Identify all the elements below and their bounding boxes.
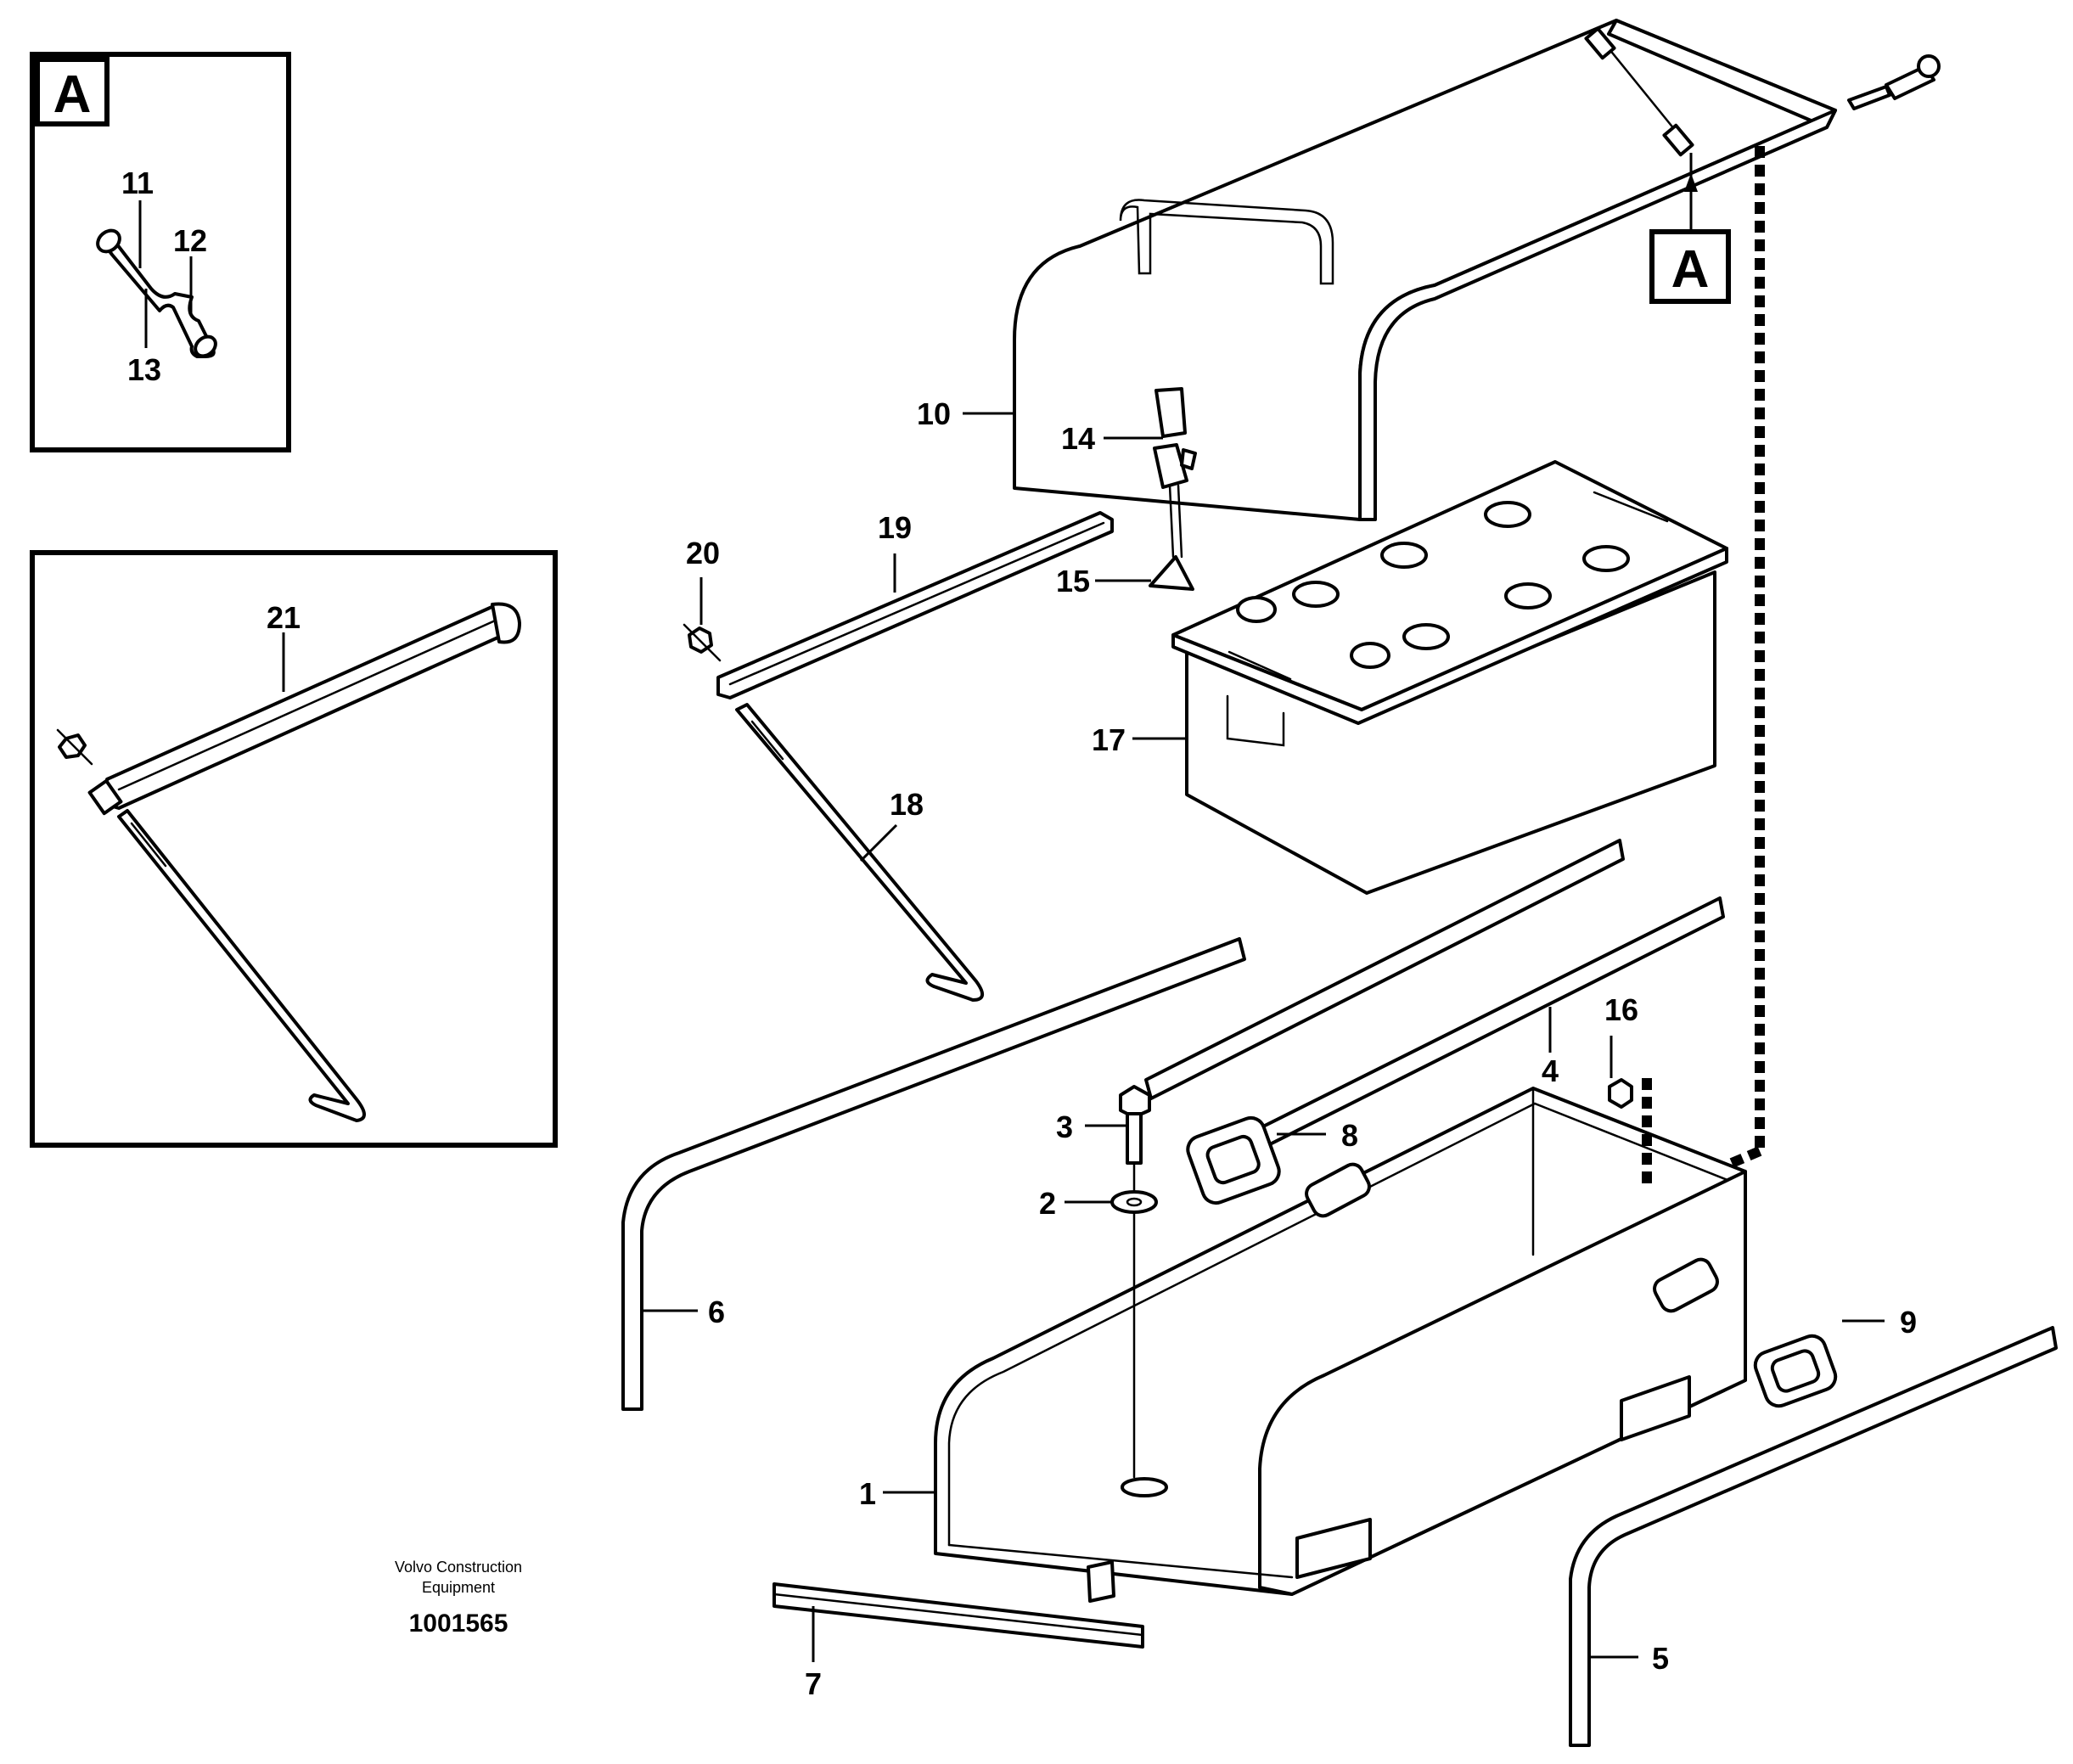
- cover-bolt: [1847, 54, 1941, 110]
- callout-8: 8: [1341, 1118, 1358, 1153]
- callout-16: 16: [1604, 992, 1638, 1027]
- callout-15: 15: [1056, 564, 1090, 598]
- callout-19: 19: [878, 510, 912, 545]
- nut-16: [1608, 1078, 1652, 1188]
- dashed-guide-tail: [1729, 1146, 1762, 1168]
- callout-21: 21: [267, 600, 301, 635]
- latch-14: [1153, 387, 1197, 489]
- hinge-pin-detail: [1584, 26, 1694, 157]
- callout-18: 18: [890, 787, 924, 822]
- callout-4: 4: [1542, 1053, 1559, 1088]
- grommet-8: [1186, 1115, 1281, 1205]
- callout-7: 7: [805, 1666, 822, 1701]
- nut-20: [683, 623, 722, 662]
- callout-6: 6: [708, 1295, 725, 1329]
- callout-5: 5: [1652, 1641, 1669, 1676]
- grommet-9: [1753, 1334, 1838, 1408]
- callout-leaders: [642, 412, 1885, 1662]
- detail-a-letter: A: [53, 65, 92, 124]
- watermark-line1: Volvo Construction: [395, 1559, 522, 1576]
- detail-a-marker: A: [1649, 153, 1731, 304]
- callout-9: 9: [1900, 1305, 1917, 1340]
- hinge-pin-drawing: [96, 228, 217, 358]
- hook-rod-21: [56, 728, 366, 1122]
- watermark-line2: Equipment: [422, 1579, 495, 1596]
- detail-hold-down-panel: 21: [30, 550, 558, 1148]
- callout-1: 1: [859, 1476, 876, 1511]
- rubber-strip-5: [1569, 1326, 2058, 1747]
- callout-labels: 10 14 15 19 20 18 17 4 16 3 2 8 9 6 1 7 …: [686, 396, 1917, 1701]
- callout-20: 20: [686, 536, 720, 570]
- callout-11: 11: [121, 166, 154, 200]
- rubber-strip-6: [621, 937, 1246, 1411]
- callout-17: 17: [1092, 722, 1126, 757]
- battery-17: [1171, 460, 1728, 895]
- detail-a-panel: A 11 12 13: [30, 52, 291, 452]
- detail-a-marker-letter: A: [1671, 240, 1710, 299]
- callout-13: 13: [127, 352, 161, 387]
- callout-2: 2: [1039, 1186, 1056, 1221]
- bolt-3: [1119, 1085, 1151, 1479]
- hook-rod-18: [735, 703, 984, 1002]
- battery-terminals: [1236, 501, 1630, 669]
- callout-10: 10: [917, 396, 951, 431]
- drain-hole: [1121, 1477, 1168, 1497]
- washer-2: [1110, 1190, 1158, 1214]
- watermark: Volvo Construction Equipment 1001565: [395, 1559, 522, 1638]
- callout-14: 14: [1061, 421, 1095, 456]
- callout-3: 3: [1056, 1110, 1073, 1144]
- callout-12: 12: [173, 223, 207, 258]
- battery-cover-10: [1013, 19, 1941, 591]
- battery-mat-4: [1144, 839, 1725, 1158]
- edge-strip-7: [772, 1582, 1144, 1649]
- clamp-bar-19: [716, 511, 1114, 699]
- battery-box-1: [934, 1087, 1747, 1603]
- latch-hook-15: [1149, 484, 1194, 591]
- figure-number: 1001565: [409, 1610, 508, 1638]
